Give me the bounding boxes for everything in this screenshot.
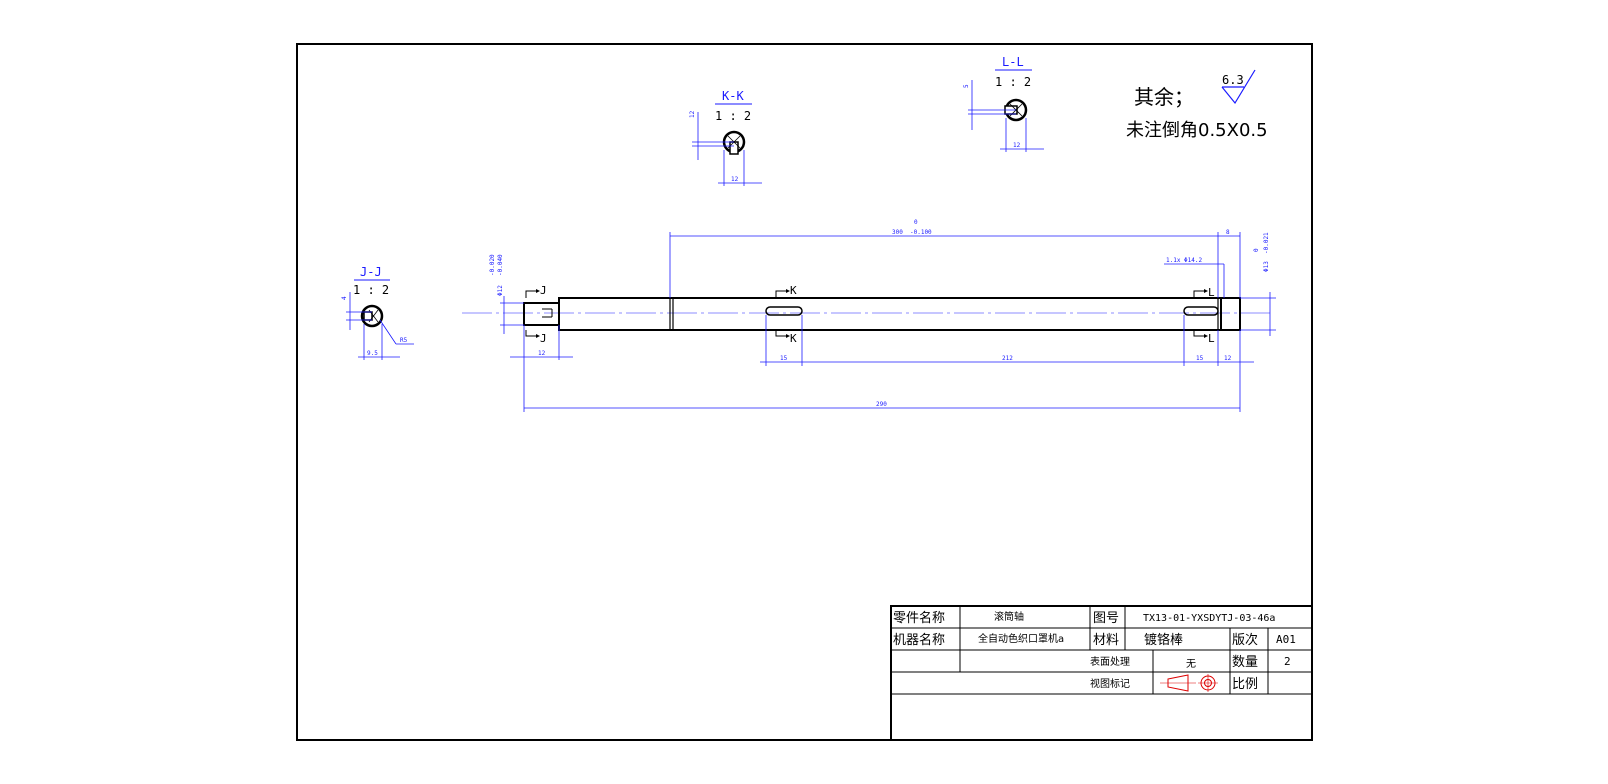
- dim-overall-upper-tol-bottom: -0.100: [910, 229, 932, 236]
- tb-quantity-label: 数量: [1232, 655, 1258, 670]
- chamfer-note: 未注倒角0.5X0.5: [1126, 120, 1268, 141]
- dimension-texts: 300 0 -0.100 8 1.1x Φ14.2 Φ13 0 -0.021 Φ…: [489, 219, 1270, 408]
- section-kk-scale: 1 : 2: [715, 109, 751, 123]
- tb-machine-name-label: 机器名称: [893, 632, 945, 648]
- dim-slot-left: 15: [780, 355, 788, 362]
- dim-left-end: 12: [538, 350, 546, 357]
- dim-left-dia-tol-bottom: -0.040: [497, 254, 504, 276]
- section-jj: J-J 1 : 2 4 R5 9.5: [341, 265, 414, 360]
- dim-right-dia-tol-top: 0: [1253, 248, 1260, 252]
- dim-mid: 212: [1002, 355, 1013, 362]
- shaft-main-view: [462, 297, 1270, 331]
- section-ll-scale: 1 : 2: [995, 75, 1031, 89]
- cut-marker-k-top: K: [790, 284, 797, 297]
- tb-drawing-no-value: TX13-01-YXSDYTJ-03-46a: [1143, 613, 1275, 624]
- title-block: 零件名称 滚筒轴 图号 TX13-01-YXSDYTJ-03-46a 机器名称 …: [890, 605, 1313, 741]
- section-ll: L-L 1 : 2 5 12: [963, 55, 1044, 152]
- dim-overall-upper-tol-top: 0: [914, 219, 918, 226]
- dim-overall-upper: 300: [892, 229, 903, 236]
- section-ll-title: L-L: [1002, 55, 1024, 69]
- tb-surface-label: 表面处理: [1090, 655, 1130, 668]
- dim-left-dia: Φ12: [497, 285, 504, 296]
- projection-symbol-icon: [1160, 674, 1218, 692]
- section-ll-dim-v: 5: [963, 84, 970, 88]
- dim-chamfer-callout: 1.1x Φ14.2: [1166, 257, 1203, 264]
- dim-left-dia-tol-top: -0.020: [489, 254, 496, 276]
- tb-part-name-value: 滚筒轴: [994, 610, 1024, 623]
- cut-marker-j-top: J: [540, 284, 547, 297]
- roughness-symbol: 6.3: [1221, 69, 1256, 105]
- section-jj-scale: 1 : 2: [353, 283, 389, 297]
- tb-revision-value: A01: [1276, 633, 1296, 646]
- dim-small-right: 8: [1226, 229, 1230, 236]
- section-kk-dim-h: 12: [731, 176, 739, 183]
- section-kk-title: K-K: [722, 89, 744, 103]
- general-notes: 其余； 6.3 未注倒角0.5X0.5: [1126, 69, 1268, 141]
- section-jj-dim-r: R5: [400, 337, 408, 344]
- tb-material-label: 材料: [1093, 633, 1119, 648]
- dim-right-dia-tol-bottom: -0.021: [1263, 232, 1270, 254]
- dim-overall-lower: 290: [876, 401, 887, 408]
- cut-marker-l-bottom: L: [1208, 332, 1215, 345]
- dim-right-end: 12: [1224, 355, 1232, 362]
- cut-marker-l: L L: [1193, 286, 1215, 345]
- cut-marker-j: J J: [525, 284, 547, 345]
- section-jj-dim-v: 4: [341, 296, 348, 300]
- section-jj-dim-h: 9.5: [367, 350, 378, 357]
- dim-slot-right: 15: [1196, 355, 1204, 362]
- section-ll-dim-h: 12: [1013, 142, 1021, 149]
- tb-material-value: 镀铬棒: [1144, 632, 1183, 648]
- section-kk: K-K 1 : 2 12 12: [689, 89, 762, 186]
- tb-revision-label: 版次: [1232, 632, 1258, 648]
- tb-quantity-value: 2: [1284, 655, 1291, 668]
- tb-view-symbol-label: 视图标记: [1090, 677, 1130, 690]
- roughness-value: 6.3: [1222, 73, 1244, 87]
- tb-part-name-label: 零件名称: [893, 610, 945, 626]
- cut-marker-k: K K: [775, 284, 797, 345]
- dimension-lines: [500, 232, 1276, 412]
- tb-surface-value: 无: [1186, 659, 1196, 670]
- cut-marker-j-bottom: J: [540, 332, 547, 345]
- tb-machine-name-value: 全自动色织口罩机a: [978, 632, 1064, 645]
- section-kk-dim-v: 12: [689, 110, 696, 118]
- section-jj-title: J-J: [360, 265, 382, 279]
- tb-drawing-no-label: 图号: [1093, 611, 1119, 626]
- cut-marker-l-top: L: [1208, 286, 1215, 299]
- dim-right-dia: Φ13: [1263, 261, 1270, 272]
- tb-scale-label: 比例: [1232, 677, 1258, 692]
- roughness-prefix: 其余；: [1134, 85, 1194, 109]
- drawing-frame: [296, 43, 1313, 741]
- cut-marker-k-bottom: K: [790, 332, 797, 345]
